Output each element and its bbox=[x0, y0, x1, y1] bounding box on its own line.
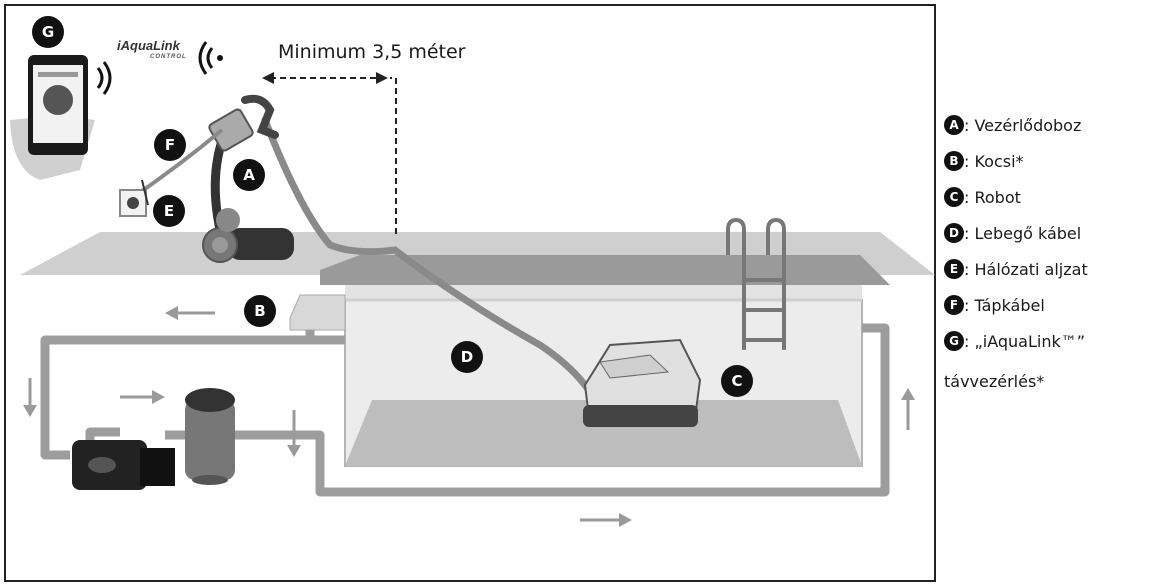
wall-socket bbox=[119, 179, 149, 217]
callout-F: F bbox=[154, 129, 186, 161]
svg-text:G: G bbox=[42, 23, 54, 41]
svg-text:C: C bbox=[731, 372, 742, 390]
legend-badge: C bbox=[944, 187, 964, 207]
wireless-signal-icon-2 bbox=[198, 41, 223, 75]
svg-text:F: F bbox=[165, 136, 175, 154]
pool-ladder bbox=[726, 217, 786, 350]
legend-item-e: E: Hálózati aljzat bbox=[944, 254, 1159, 284]
legend-badge: D bbox=[944, 223, 964, 243]
trolley bbox=[202, 94, 294, 263]
callout-B: B bbox=[244, 295, 276, 327]
sand-filter bbox=[185, 388, 235, 485]
callout-D: D bbox=[451, 341, 483, 373]
flow-arrows bbox=[23, 306, 915, 527]
pool-floor bbox=[345, 400, 862, 466]
callout-A: A bbox=[233, 159, 265, 191]
svg-text:E: E bbox=[164, 202, 174, 220]
callout-E: E bbox=[153, 195, 185, 227]
legend-item-a: A: Vezérlődoboz bbox=[944, 110, 1159, 140]
svg-text:B: B bbox=[254, 302, 265, 320]
legend: A: Vezérlődoboz B: Kocsi* C: Robot D: Le… bbox=[944, 110, 1159, 396]
legend-item-d: D: Lebegő kábel bbox=[944, 218, 1159, 248]
legend-item-g: G: „iAquaLink™” bbox=[944, 326, 1159, 356]
brand-logo: iAquaLink bbox=[117, 38, 181, 53]
legend-label: : Tápkábel bbox=[964, 295, 1045, 315]
legend-label: : Kocsi* bbox=[964, 151, 1024, 171]
legend-item-b: B: Kocsi* bbox=[944, 146, 1159, 176]
smartphone bbox=[10, 55, 95, 180]
distance-indicator bbox=[262, 72, 397, 235]
legend-label: : Robot bbox=[964, 187, 1021, 207]
floating-cable bbox=[261, 116, 604, 414]
pool-deck-edge bbox=[320, 255, 890, 285]
legend-badge: G bbox=[944, 331, 964, 351]
skimmer bbox=[289, 294, 346, 331]
legend-label: : Vezérlődoboz bbox=[964, 115, 1082, 135]
legend-item-f: F: Tápkábel bbox=[944, 290, 1159, 320]
legend-continuation: távvezérlés* bbox=[944, 371, 1045, 391]
legend-label: : Lebegő kábel bbox=[964, 223, 1082, 243]
legend-badge: E bbox=[944, 259, 964, 279]
svg-text:A: A bbox=[243, 166, 255, 184]
legend-badge: F bbox=[944, 295, 964, 315]
pool-pump bbox=[72, 440, 175, 490]
legend-label: : „iAquaLink™” bbox=[964, 331, 1086, 351]
legend-item-c: C: Robot bbox=[944, 182, 1159, 212]
legend-badge: B bbox=[944, 151, 964, 171]
callout-C: C bbox=[721, 365, 753, 397]
brand-logo-sub: CONTROL bbox=[150, 54, 187, 60]
wireless-signal-icon bbox=[96, 61, 112, 95]
callout-G: G bbox=[32, 16, 64, 48]
pool-robot bbox=[583, 338, 702, 427]
legend-label: : Hálózati aljzat bbox=[964, 259, 1088, 279]
svg-text:D: D bbox=[461, 348, 473, 366]
distance-label: Minimum 3,5 méter bbox=[278, 41, 466, 63]
legend-badge: A bbox=[944, 115, 964, 135]
